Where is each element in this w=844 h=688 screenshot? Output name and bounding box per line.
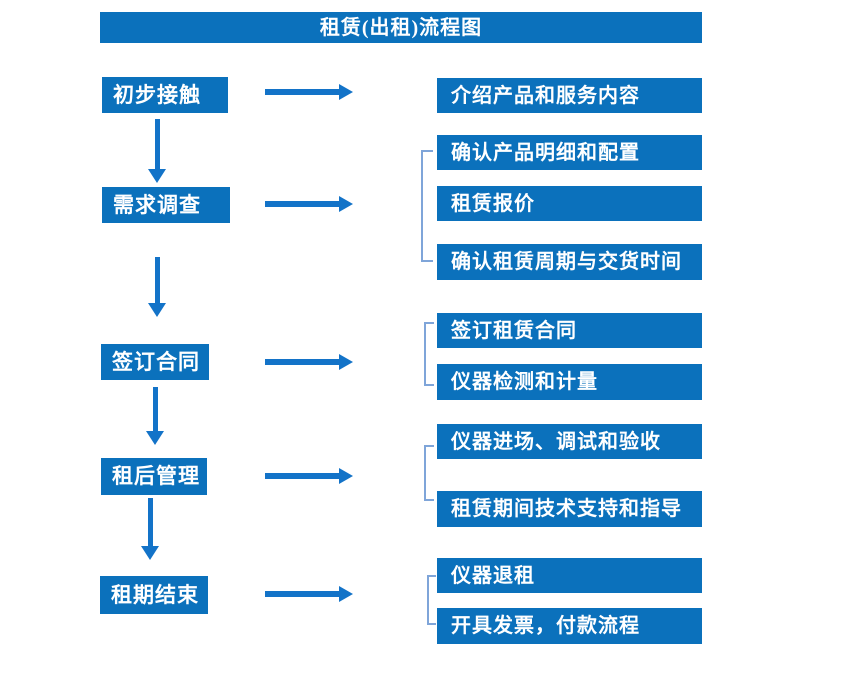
output-box-rental-quote: 租赁报价 bbox=[437, 186, 702, 221]
output-box-technical-support: 租赁期间技术支持和指导 bbox=[437, 491, 702, 527]
arrow-down-icon bbox=[148, 257, 166, 317]
step-box-sign-contract: 签订合同 bbox=[101, 344, 209, 380]
group-bracket bbox=[421, 150, 433, 262]
step-box-post-rental-management: 租后管理 bbox=[101, 458, 207, 495]
output-box-introduce-products: 介绍产品和服务内容 bbox=[437, 78, 702, 113]
step-box-lease-end: 租期结束 bbox=[100, 576, 208, 614]
group-bracket bbox=[427, 575, 436, 625]
arrow-down-icon bbox=[146, 387, 164, 445]
output-box-instrument-setup-acceptance: 仪器进场、调试和验收 bbox=[437, 424, 702, 459]
group-bracket bbox=[424, 445, 434, 501]
output-box-confirm-details: 确认产品明细和配置 bbox=[437, 135, 702, 170]
arrow-right-icon bbox=[265, 84, 353, 100]
output-box-confirm-period-delivery: 确认租赁周期与交货时间 bbox=[437, 244, 702, 280]
arrow-down-icon bbox=[141, 498, 159, 560]
step-box-demand-survey: 需求调查 bbox=[102, 187, 230, 223]
output-box-invoice-payment: 开具发票，付款流程 bbox=[437, 608, 702, 644]
group-bracket bbox=[424, 322, 434, 386]
arrow-down-icon bbox=[148, 119, 166, 183]
output-box-instrument-testing: 仪器检测和计量 bbox=[437, 364, 702, 400]
arrow-right-icon bbox=[265, 468, 353, 484]
flowchart-title: 租赁(出租)流程图 bbox=[100, 12, 702, 43]
arrow-right-icon bbox=[265, 586, 353, 602]
arrow-right-icon bbox=[265, 196, 353, 212]
output-box-sign-rental-contract: 签订租赁合同 bbox=[437, 313, 702, 348]
step-box-initial-contact: 初步接触 bbox=[102, 77, 228, 113]
output-box-instrument-return: 仪器退租 bbox=[437, 558, 702, 593]
arrow-right-icon bbox=[265, 354, 353, 370]
